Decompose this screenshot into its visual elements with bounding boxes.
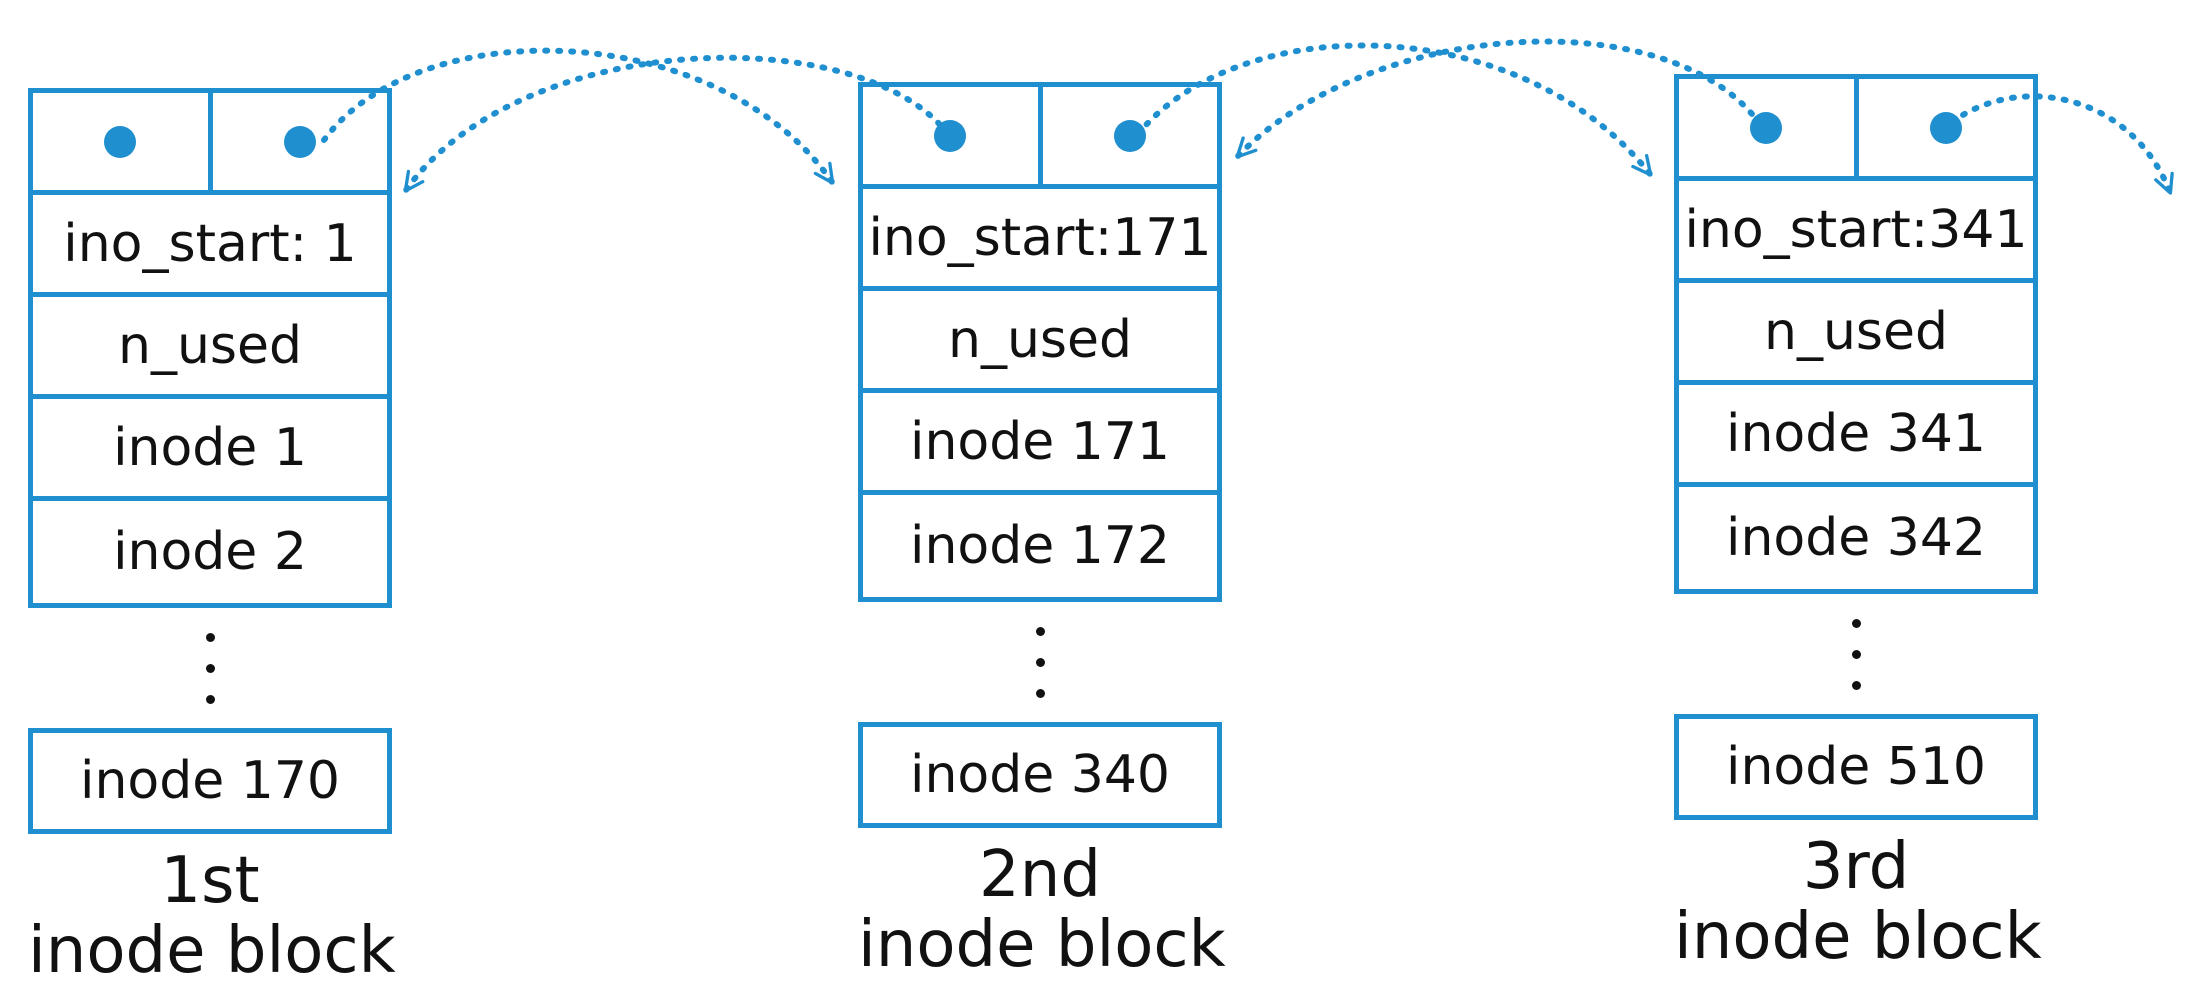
- inode-block-2: ino_start:171 n_used inode 171 inode 172…: [858, 82, 1226, 982]
- inode-block-3-caption-ordinal: 3rd: [1802, 830, 1910, 904]
- inode-block-3-ino-start: ino_start:341: [1679, 181, 2033, 283]
- inode-block-3-prev-pointer: [1679, 79, 1859, 176]
- inode-block-1-header: ino_start: 1 n_used inode 1 inode 2: [28, 88, 392, 608]
- inode-block-3-next-pointer: [1859, 79, 2034, 176]
- pointer-dot-icon: [1113, 119, 1146, 152]
- inode-block-3-inode-first: inode 341: [1679, 385, 2033, 487]
- pointer-dot-icon: [104, 125, 137, 158]
- inode-block-3: ino_start:341 n_used inode 341 inode 342…: [1674, 74, 2042, 974]
- inode-block-1-prev-pointer: [33, 93, 213, 190]
- vertical-ellipsis-icon: [28, 608, 392, 728]
- inode-block-1-ino-start: ino_start: 1: [33, 195, 387, 297]
- inode-block-2-n-used: n_used: [863, 291, 1217, 393]
- inode-block-3-n-used: n_used: [1679, 283, 2033, 385]
- inode-block-2-inode-second: inode 172: [910, 516, 1170, 576]
- inode-block-1-next-pointer: [213, 93, 388, 190]
- inode-block-1-caption-ordinal: 1st: [160, 844, 260, 918]
- inode-block-1-caption: 1st inode block: [28, 844, 396, 988]
- vertical-ellipsis-icon: [1674, 594, 2038, 714]
- inode-block-2-inode-last: inode 340: [858, 722, 1222, 828]
- inode-block-2-pointer-row: [863, 87, 1217, 189]
- inode-block-1-inode-first: inode 1: [33, 399, 387, 501]
- inode-block-3-inode-second: inode 342: [1726, 508, 1986, 568]
- inode-block-2-caption-ordinal: 2nd: [979, 838, 1101, 912]
- inode-block-3-inode-last: inode 510: [1674, 714, 2038, 820]
- inode-block-1-inode-last: inode 170: [28, 728, 392, 834]
- pointer-dot-icon: [1929, 111, 1962, 144]
- pointer-dot-icon: [1750, 111, 1783, 144]
- vertical-ellipsis-icon: [858, 602, 1222, 722]
- inode-block-1-inode-second: inode 2: [113, 522, 307, 582]
- inode-block-2-header: ino_start:171 n_used inode 171 inode 172: [858, 82, 1222, 602]
- inode-block-2-prev-pointer: [863, 87, 1043, 184]
- inode-block-1-pointer-row: [33, 93, 387, 195]
- inode-block-3-caption-label: inode block: [1674, 900, 2042, 974]
- inode-block-3-caption: 3rd inode block: [1674, 830, 2042, 974]
- inode-block-1: ino_start: 1 n_used inode 1 inode 2 inod…: [28, 88, 396, 988]
- inode-block-1-caption-label: inode block: [28, 914, 396, 988]
- inode-block-2-next-pointer: [1043, 87, 1218, 184]
- inode-block-2-inode-first: inode 171: [863, 393, 1217, 495]
- next-link-arrow-1-to-2: [321, 47, 835, 185]
- inode-block-3-header: ino_start:341 n_used inode 341 inode 342: [1674, 74, 2038, 594]
- inode-block-3-pointer-row: [1679, 79, 2033, 181]
- inode-block-2-caption: 2nd inode block: [858, 838, 1226, 982]
- inode-block-2-caption-label: inode block: [858, 908, 1226, 982]
- pointer-dot-icon: [283, 125, 316, 158]
- inode-block-1-n-used: n_used: [33, 297, 387, 399]
- inode-block-2-ino-start: ino_start:171: [863, 189, 1217, 291]
- pointer-dot-icon: [934, 119, 967, 152]
